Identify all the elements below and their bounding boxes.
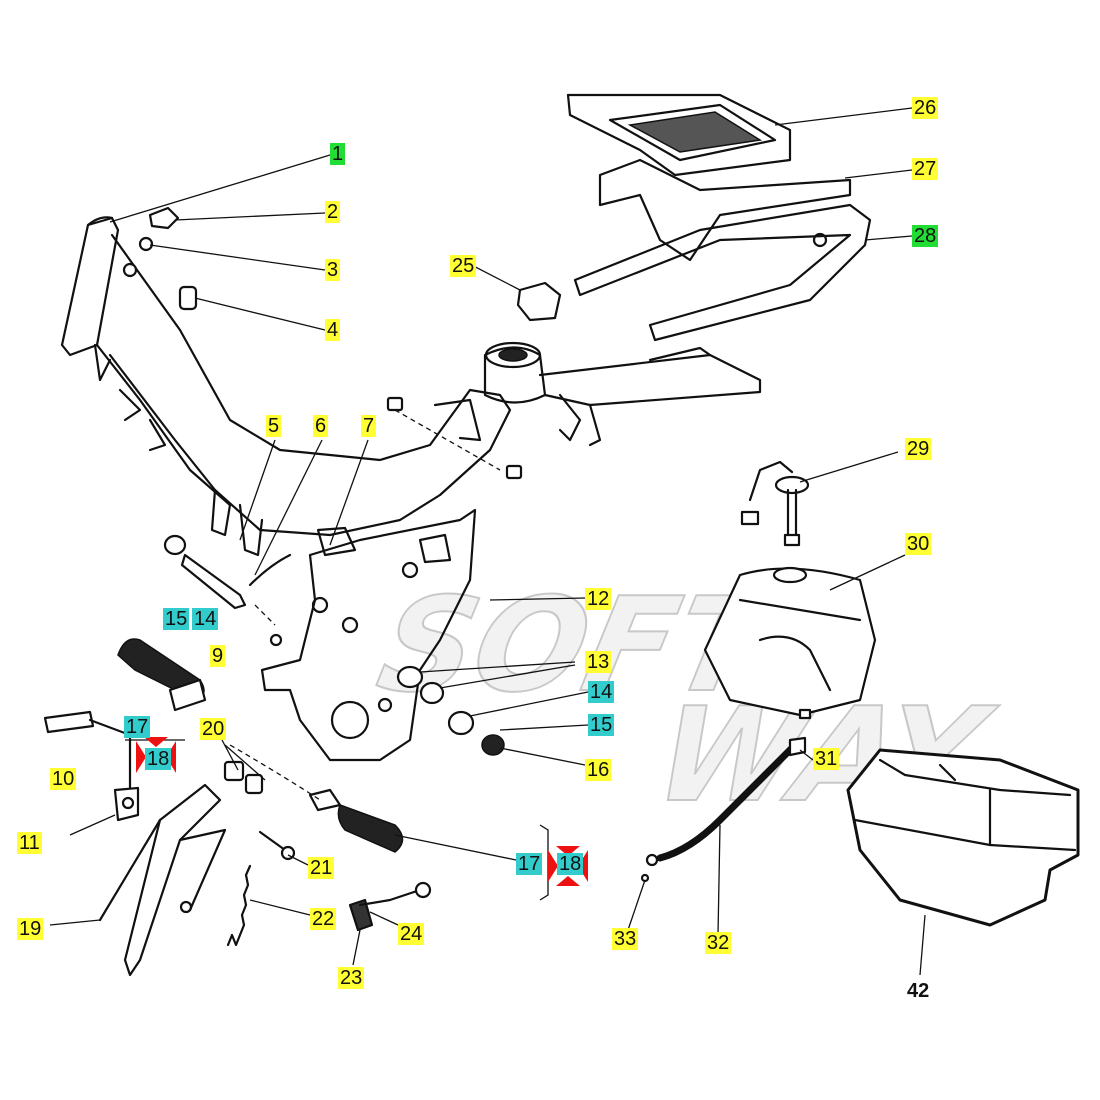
callout-14-left[interactable]: 14 (192, 608, 219, 630)
callout-26[interactable]: 26 (912, 97, 939, 119)
callout-27[interactable]: 27 (912, 158, 939, 180)
callout-10[interactable]: 10 (50, 768, 77, 790)
callout-14-right[interactable]: 14 (588, 681, 615, 703)
callout-30[interactable]: 30 (905, 533, 932, 555)
callout-25[interactable]: 25 (450, 255, 477, 277)
callout-15-right[interactable]: 15 (588, 714, 615, 736)
callout-13[interactable]: 13 (585, 651, 612, 673)
luggage-rack (566, 93, 872, 342)
callout-31[interactable]: 31 (813, 748, 840, 770)
callout-2[interactable]: 2 (325, 201, 341, 223)
footrest-and-stand-parts (43, 409, 505, 977)
fuel-sender-part (740, 460, 810, 547)
callout-22[interactable]: 22 (310, 908, 337, 930)
callout-3[interactable]: 3 (325, 259, 341, 281)
callout-32[interactable]: 32 (705, 932, 732, 954)
callout-16[interactable]: 16 (585, 759, 612, 781)
callout-23[interactable]: 23 (338, 967, 365, 989)
red-marker-icon (548, 846, 588, 886)
callout-28[interactable]: 28 (912, 225, 939, 247)
callout-18-left[interactable]: 18 (145, 748, 172, 770)
callout-21[interactable]: 21 (308, 857, 335, 879)
callout-12[interactable]: 12 (585, 588, 612, 610)
callout-33[interactable]: 33 (612, 928, 639, 950)
top-case-part (846, 748, 1080, 927)
fuel-hose-part (640, 736, 807, 883)
callout-1[interactable]: 1 (330, 143, 346, 165)
part-25 (516, 281, 562, 322)
frame-part (60, 216, 762, 762)
small-frame-parts (122, 206, 198, 311)
callout-18-right[interactable]: 18 (557, 853, 584, 875)
callout-19[interactable]: 19 (17, 918, 44, 940)
callout-20[interactable]: 20 (200, 718, 227, 740)
callout-4[interactable]: 4 (325, 319, 341, 341)
callout-15-left[interactable]: 15 (163, 608, 190, 630)
leader-lines (49, 107, 926, 976)
callout-17-left[interactable]: 17 (124, 716, 151, 738)
callout-17-right[interactable]: 17 (516, 853, 543, 875)
callout-29[interactable]: 29 (905, 438, 932, 460)
callout-11[interactable]: 11 (17, 832, 42, 854)
callout-7[interactable]: 7 (361, 415, 377, 437)
callout-42[interactable]: 42 (907, 980, 930, 1002)
fuel-tank-part (703, 566, 877, 720)
callout-6[interactable]: 6 (313, 415, 329, 437)
callout-5[interactable]: 5 (266, 415, 282, 437)
callout-9[interactable]: 9 (210, 645, 226, 667)
callout-24[interactable]: 24 (398, 923, 425, 945)
